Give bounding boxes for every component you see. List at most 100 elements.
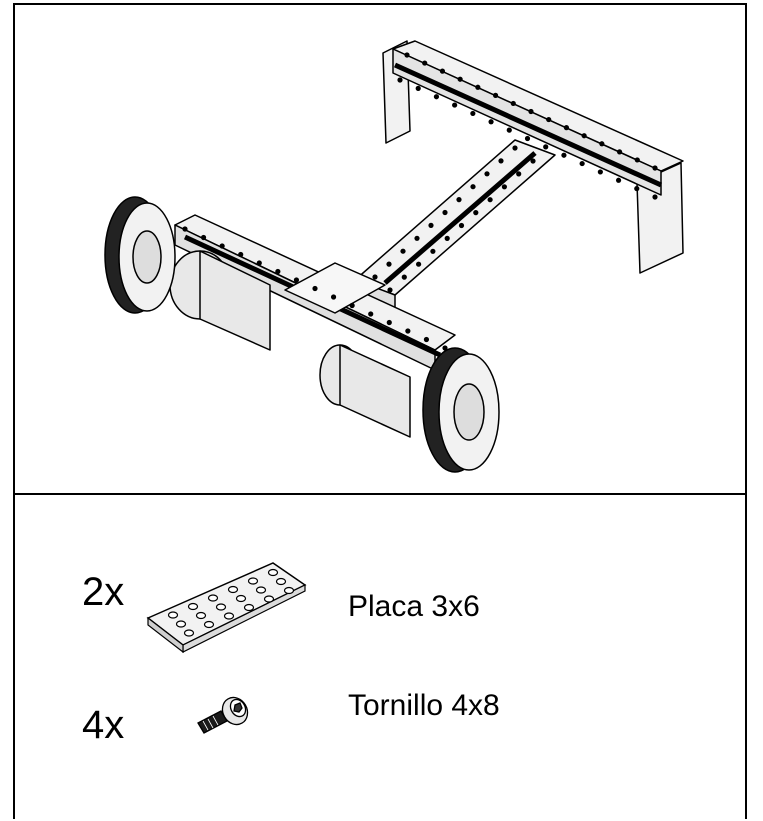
beam-hole — [506, 127, 512, 133]
beam-hole — [422, 60, 428, 66]
part-name: Placa 3x6 — [348, 590, 480, 623]
beam-hole — [510, 100, 516, 107]
beam-hole — [442, 209, 448, 216]
beam-hole — [487, 197, 493, 203]
beam-hole — [563, 125, 570, 131]
plate-hole — [267, 568, 279, 577]
beam-hole — [401, 274, 407, 280]
beam-hole — [444, 235, 450, 241]
plate-hole — [175, 620, 187, 628]
plate-hole — [263, 595, 275, 603]
beam-hole — [386, 319, 392, 326]
plate-hole — [255, 586, 267, 594]
beam-hole — [512, 145, 518, 151]
beam-hole — [597, 169, 603, 175]
beam-hole — [488, 119, 494, 125]
left-motor — [199, 250, 271, 351]
beam-hole — [428, 222, 434, 228]
beam-hole — [475, 84, 481, 90]
beam-hole — [386, 261, 392, 267]
plate-hole — [215, 603, 227, 611]
plate-hole — [167, 611, 179, 619]
center-plate — [284, 262, 386, 314]
beam-hole — [397, 77, 403, 83]
beam-hole — [501, 184, 507, 190]
section-divider — [15, 493, 745, 495]
beam-hole — [330, 294, 337, 300]
plate-hole — [187, 602, 199, 611]
plate-hole — [223, 612, 235, 620]
plate-hole — [207, 594, 219, 602]
part-quantity: 2x — [82, 570, 125, 614]
plate-hole — [283, 586, 295, 595]
beam-hole — [652, 165, 658, 171]
beam-hole — [416, 261, 422, 267]
beam-hole — [182, 226, 188, 232]
screw-4x8-icon — [193, 693, 253, 743]
beam-hole — [543, 144, 549, 150]
plate-hole — [203, 620, 215, 629]
beam-hole — [433, 94, 440, 100]
plate-hole — [183, 629, 195, 637]
beam-hole — [372, 274, 378, 280]
beam-hole — [484, 171, 490, 177]
beam-hole — [498, 158, 504, 164]
beam-hole — [561, 152, 567, 158]
plate-hole — [275, 577, 287, 586]
beam-hole — [404, 52, 410, 58]
beam-hole — [405, 328, 411, 334]
plate-3x6-icon — [143, 553, 308, 654]
instruction-frame: 2x Placa 3x6 4x — [13, 3, 747, 819]
beam-hole — [349, 302, 355, 309]
beam-hole — [470, 110, 476, 117]
beam-hole — [579, 160, 585, 167]
left-wheel — [104, 196, 176, 314]
beam-hole — [256, 260, 262, 266]
beam-hole — [414, 235, 420, 241]
plate-hole — [227, 585, 239, 594]
right-motor — [339, 344, 411, 438]
beam-hole — [400, 248, 406, 254]
beam-hole — [430, 248, 436, 254]
beam-hole — [456, 197, 462, 203]
assembly-illustration — [15, 5, 745, 493]
beam-hole — [524, 135, 531, 142]
beam-hole — [219, 243, 225, 249]
beam-hole — [200, 234, 207, 241]
beam-hole — [442, 345, 448, 351]
beam-hole — [652, 194, 658, 200]
beam-hole — [546, 116, 552, 123]
plate-hole — [195, 611, 207, 620]
right-wheel — [422, 347, 500, 473]
right-rear-bracket — [636, 162, 684, 274]
beam-hole — [581, 133, 587, 139]
beam-hole — [599, 141, 605, 147]
beam-hole — [528, 108, 534, 115]
beam-hole — [387, 287, 393, 293]
beam-hole — [473, 210, 479, 216]
beam-hole — [368, 311, 374, 317]
plate-hole — [235, 594, 247, 603]
beam-hole — [439, 68, 446, 74]
beam-hole — [415, 85, 421, 91]
beam-hole — [423, 336, 430, 343]
beam-hole — [516, 171, 522, 177]
beam-hole — [312, 285, 318, 292]
beam-hole — [492, 92, 499, 98]
beam-hole — [634, 157, 640, 163]
part-name: Tornillo 4x8 — [348, 689, 500, 722]
plate-hole — [243, 603, 255, 612]
beam-hole — [293, 277, 300, 283]
beam-hole — [615, 177, 622, 183]
beam-hole — [458, 222, 465, 229]
part-quantity: 4x — [82, 703, 125, 747]
beam-hole — [275, 268, 281, 275]
plate-hole — [247, 577, 259, 585]
beam-hole — [634, 186, 640, 192]
beam-hole — [238, 251, 244, 258]
beam-hole — [457, 76, 463, 82]
beam-hole — [616, 149, 623, 155]
parts-list: 2x Placa 3x6 4x — [15, 495, 745, 821]
beam-hole — [470, 184, 476, 190]
robot-chassis-drawing — [104, 40, 684, 473]
